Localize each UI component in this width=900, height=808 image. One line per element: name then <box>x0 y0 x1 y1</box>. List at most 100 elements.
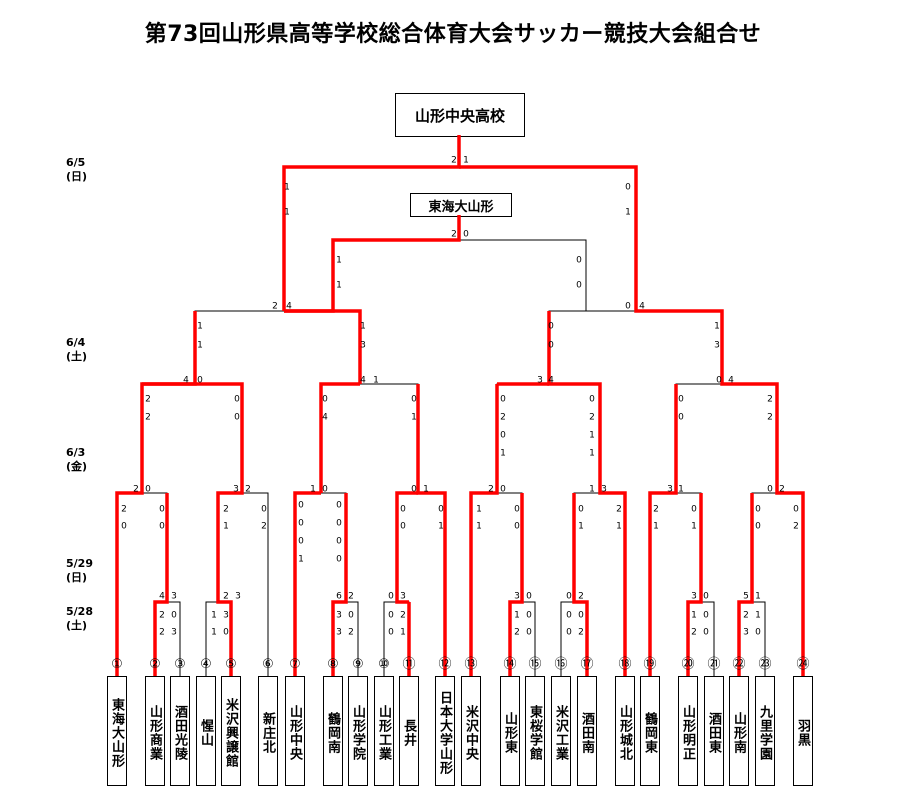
team-name: 山形学院 <box>348 676 368 786</box>
team-number: ⑩ <box>378 657 390 672</box>
score-label: 0 <box>121 522 127 532</box>
score-label: 0 <box>400 522 406 532</box>
score-label: 1 <box>197 341 203 351</box>
team-name: 米沢工業 <box>551 676 571 786</box>
score-label: 0 <box>411 485 417 495</box>
score-label: 0 <box>678 413 684 423</box>
score-label: 1 <box>578 522 584 532</box>
score-label: 1 <box>284 208 290 218</box>
team-name: 日本大学山形 <box>435 676 455 786</box>
score-label: 4 <box>183 376 189 386</box>
score-label: 2 <box>159 611 165 621</box>
score-label: 4 <box>360 376 366 386</box>
score-label: 0 <box>159 505 165 515</box>
score-label: 6 <box>336 592 342 602</box>
score-label: 1 <box>714 322 720 332</box>
score-label: 0 <box>145 485 151 495</box>
champion-name: 山形中央高校 <box>414 106 505 125</box>
score-label: 0 <box>388 611 394 621</box>
score-label: 0 <box>526 628 532 638</box>
score-label: 2 <box>348 628 354 638</box>
date-label-semifinal: 6/4(土) <box>66 336 88 363</box>
score-label: 1 <box>284 183 290 193</box>
score-label: 2 <box>121 505 127 515</box>
score-label: 0 <box>767 485 773 495</box>
score-label: 4 <box>728 376 734 386</box>
team-number: ③ <box>174 657 186 672</box>
score-label: 3 <box>400 592 406 602</box>
score-label: 1 <box>678 485 684 495</box>
score-label: 0 <box>411 395 417 405</box>
score-label: 2 <box>691 628 697 638</box>
score-label: 3 <box>171 592 177 602</box>
score-label: 1 <box>423 485 429 495</box>
team-number: ⑯ <box>554 657 568 672</box>
score-label: 1 <box>223 522 229 532</box>
score-label: 0 <box>500 485 506 495</box>
team-number: ⑭ <box>503 657 517 672</box>
score-label: 2 <box>779 485 785 495</box>
score-label: 1 <box>336 281 342 291</box>
score-label: 0 <box>388 628 394 638</box>
score-label: 0 <box>261 505 267 515</box>
team-number: ⑱ <box>618 657 632 672</box>
team-name: 新庄北 <box>258 676 278 786</box>
team-name: 酒田東 <box>704 676 724 786</box>
score-label: 2 <box>223 505 229 515</box>
score-label: 0 <box>566 628 572 638</box>
team-name: 山形明正 <box>678 676 698 786</box>
score-label: 2 <box>133 485 139 495</box>
score-label: 0 <box>625 302 631 312</box>
score-label: 2 <box>500 413 506 423</box>
score-label: 1 <box>476 505 482 515</box>
team-number: ⑲ <box>643 657 657 672</box>
score-label: 1 <box>438 522 444 532</box>
score-label: 2 <box>159 628 165 638</box>
score-label: 1 <box>755 611 761 621</box>
score-label: 0 <box>576 281 582 291</box>
score-label: 0 <box>703 628 709 638</box>
score-label: 0 <box>566 611 572 621</box>
score-label: 0 <box>578 611 584 621</box>
score-label: 1 <box>755 592 761 602</box>
team-number: ㉓ <box>758 657 772 672</box>
score-label: 2 <box>145 413 151 423</box>
score-label: 2 <box>589 413 595 423</box>
score-label: 0 <box>716 376 722 386</box>
bracket-winner-lines <box>115 135 805 676</box>
score-label: 2 <box>578 592 584 602</box>
team-name: 東桜学館 <box>525 676 545 786</box>
score-label: 2 <box>653 505 659 515</box>
score-label: 0 <box>678 395 684 405</box>
team-number: ⑧ <box>327 657 339 672</box>
score-label: 1 <box>653 522 659 532</box>
score-label: 1 <box>197 322 203 332</box>
score-label: 2 <box>145 395 151 405</box>
team-name: 惺山 <box>196 676 216 786</box>
score-label: 0 <box>755 505 761 515</box>
score-label: 4 <box>322 413 328 423</box>
team-name: 山形南 <box>729 676 749 786</box>
score-label: 0 <box>322 395 328 405</box>
score-label: 0 <box>298 519 304 529</box>
team-name: 山形中央 <box>285 676 305 786</box>
score-label: 2 <box>223 592 229 602</box>
score-label: 2 <box>767 413 773 423</box>
team-number: ⑮ <box>528 657 542 672</box>
score-label: 0 <box>463 230 469 240</box>
team-number: ⑪ <box>402 657 416 672</box>
score-label: 0 <box>703 592 709 602</box>
score-label: 0 <box>703 611 709 621</box>
score-label: 0 <box>159 522 165 532</box>
score-label: 0 <box>348 611 354 621</box>
team-name: 東海大山形 <box>107 676 127 786</box>
score-label: 0 <box>566 592 572 602</box>
team-name: 米沢興譲館 <box>221 676 241 786</box>
team-number: ① <box>111 657 123 672</box>
score-label: 2 <box>514 628 520 638</box>
score-label: 0 <box>576 256 582 266</box>
score-label: 3 <box>336 611 342 621</box>
team-number: ② <box>149 657 161 672</box>
